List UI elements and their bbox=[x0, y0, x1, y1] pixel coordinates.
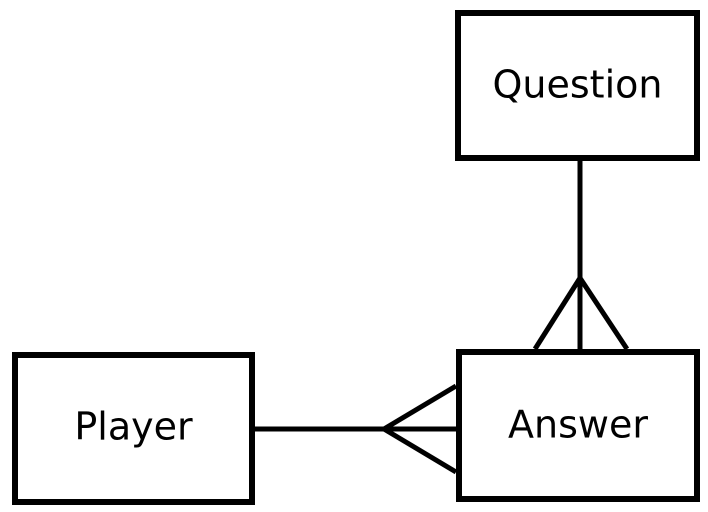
entity-question-label: Question bbox=[493, 63, 663, 107]
crowsfoot-leg-right-question-answer bbox=[577, 276, 630, 351]
entity-question[interactable]: Question bbox=[455, 10, 700, 161]
entity-answer[interactable]: Answer bbox=[456, 349, 700, 502]
entity-player-label: Player bbox=[74, 405, 193, 449]
entity-player[interactable]: Player bbox=[12, 352, 255, 505]
entity-answer-box bbox=[456, 349, 700, 502]
relationship-question-answer[interactable] bbox=[532, 161, 630, 351]
relationship-player-answer[interactable] bbox=[255, 383, 458, 475]
crowsfoot-leg-left-question-answer bbox=[532, 276, 583, 351]
entity-answer-label: Answer bbox=[508, 403, 648, 447]
crowsfoot-leg-top-player-answer bbox=[382, 383, 458, 432]
entity-question-box bbox=[455, 10, 700, 161]
entity-player-box bbox=[12, 352, 255, 505]
crowsfoot-leg-bottom-player-answer bbox=[382, 426, 458, 475]
